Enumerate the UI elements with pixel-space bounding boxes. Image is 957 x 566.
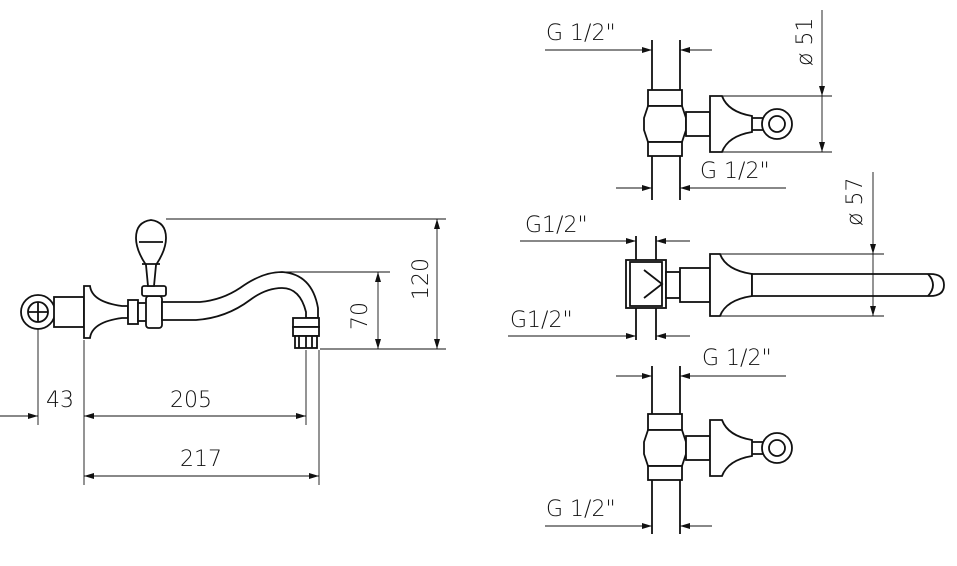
valve-top-view [643, 40, 793, 200]
valve-bottom-view [643, 366, 793, 534]
dim-70: 70 [348, 302, 373, 330]
dim-bottom-thread-upper: G 1/2" [702, 346, 772, 371]
dim-top-diameter: ø 51 [793, 18, 818, 66]
spout-top-view [625, 236, 945, 340]
spout-side-view [20, 219, 320, 349]
spout-top-dimensions [508, 172, 884, 339]
dim-bottom-thread-lower: G 1/2" [546, 497, 616, 522]
dim-43: 43 [46, 388, 74, 413]
valve-bottom-dimensions [545, 373, 786, 529]
dim-mid-thread-lower: G1/2" [510, 308, 573, 333]
dim-217: 217 [180, 447, 222, 472]
dim-mid-diameter: ø 57 [843, 178, 868, 226]
dim-205: 205 [170, 388, 212, 413]
dim-mid-thread-upper: G1/2" [525, 213, 588, 238]
dim-top-thread-lower: G 1/2" [700, 159, 770, 184]
dim-top-thread-upper: G 1/2" [546, 21, 616, 46]
valve-top-dimensions [545, 10, 832, 191]
spout-dimensions [0, 218, 446, 485]
dim-120: 120 [409, 258, 434, 300]
